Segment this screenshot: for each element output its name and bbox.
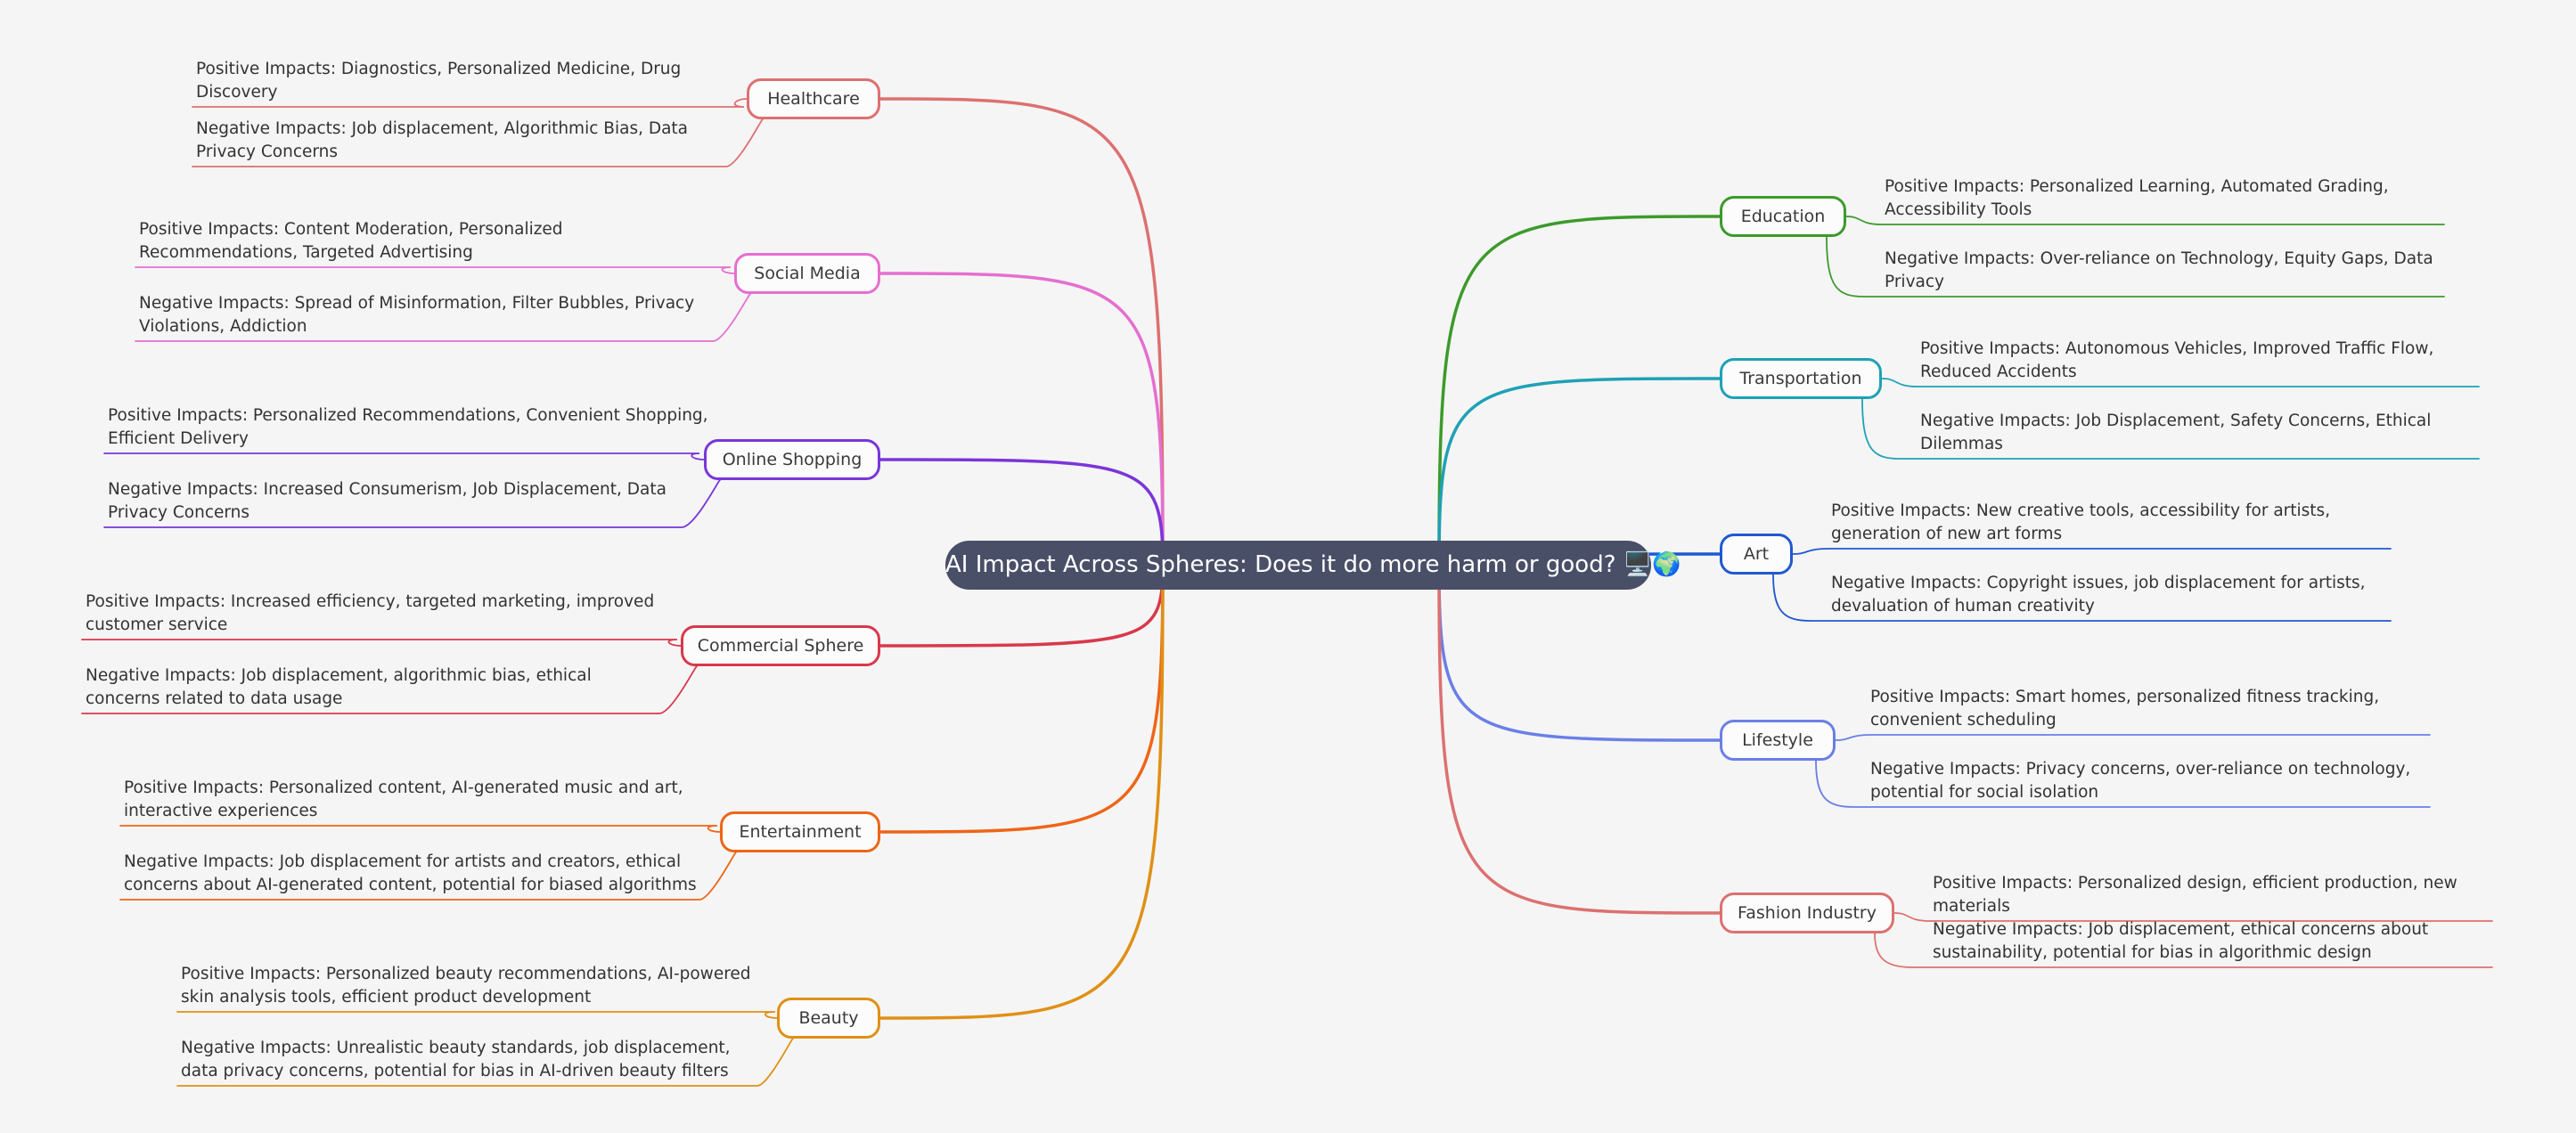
positive-impacts-online-shopping: Positive Impacts: Personalized Recommend… (108, 406, 708, 448)
negative-impacts-social-media: Negative Impacts: Spread of Misinformati… (139, 294, 695, 336)
positive-impacts-fashion-industry: Positive Impacts: Personalized design, e… (1933, 874, 2457, 916)
branch-online-shopping[interactable]: Online Shopping (704, 439, 880, 480)
leaf-connector-positive-transportation (1881, 378, 2480, 387)
connector-lifestyle (1437, 564, 1721, 742)
branch-label-beauty: Beauty (798, 1008, 859, 1028)
positive-impacts-healthcare: Positive Impacts: Diagnostics, Personali… (196, 60, 682, 102)
negative-impacts-entertainment: Negative Impacts: Job displacement for a… (124, 852, 697, 894)
leaf-connector-negative-beauty (176, 1038, 794, 1087)
leaf-connector-negative-online-shopping (103, 479, 721, 528)
leaf-connector-positive-healthcare (192, 98, 748, 108)
leaf-connector-negative-healthcare (192, 118, 764, 167)
connector-fashion-industry (1437, 564, 1721, 915)
negative-impacts-art: Negative Impacts: Copyright issues, job … (1831, 574, 2366, 615)
leaf-connector-negative-art (1772, 574, 2392, 622)
positive-impacts-transportation: Positive Impacts: Autonomous Vehicles, I… (1920, 339, 2434, 381)
leaf-connector-negative-transportation (1861, 398, 2480, 460)
positive-impacts-beauty: Positive Impacts: Personalized beauty re… (181, 965, 751, 1007)
branch-education[interactable]: Education (1720, 196, 1846, 237)
branch-label-transportation: Transportation (1739, 369, 1862, 388)
positive-impacts-commercial-sphere: Positive Impacts: Increased efficiency, … (86, 592, 655, 634)
positive-impacts-lifestyle: Positive Impacts: Smart homes, personali… (1870, 688, 2380, 730)
leaf-connector-positive-education (1845, 216, 2445, 225)
leaf-connector-positive-entertainment (119, 825, 721, 833)
connector-entertainment (879, 564, 1165, 834)
branch-label-art: Art (1743, 544, 1770, 564)
positive-impacts-art: Positive Impacts: New creative tools, ac… (1831, 501, 2331, 543)
leaf-connector-positive-beauty (176, 1011, 778, 1019)
leaf-connector-positive-fashion-industry (1893, 912, 2493, 922)
positive-impacts-education: Positive Impacts: Personalized Learning,… (1885, 177, 2389, 219)
leaf-connector-negative-lifestyle (1815, 760, 2431, 808)
leaf-connector-positive-commercial-sphere (81, 639, 682, 647)
negative-impacts-healthcare: Negative Impacts: Job displacement, Algo… (196, 119, 689, 161)
leaf-connector-positive-lifestyle (1835, 734, 2431, 741)
connector-transportation (1437, 377, 1721, 567)
branch-beauty[interactable]: Beauty (777, 998, 880, 1039)
negative-impacts-education: Negative Impacts: Over-reliance on Techn… (1885, 249, 2433, 291)
branch-lifestyle[interactable]: Lifestyle (1720, 720, 1836, 761)
branch-label-fashion-industry: Fashion Industry (1738, 903, 1877, 923)
leaf-connector-positive-online-shopping (103, 452, 705, 461)
leaf-connector-positive-art (1792, 548, 2392, 555)
branch-entertainment[interactable]: Entertainment (720, 811, 880, 852)
branch-commercial-sphere[interactable]: Commercial Sphere (681, 625, 880, 666)
leaf-connector-negative-education (1826, 236, 2445, 298)
connector-online-shopping (879, 458, 1165, 567)
branch-label-lifestyle: Lifestyle (1742, 730, 1813, 750)
connector-beauty (879, 564, 1165, 1020)
leaf-connector-negative-social-media (135, 293, 751, 342)
leaf-connector-positive-social-media (135, 266, 735, 274)
central-topic-label: AI Impact Across Spheres: Does it do mor… (945, 551, 1681, 578)
negative-impacts-commercial-sphere: Negative Impacts: Job displacement, algo… (86, 666, 592, 708)
positive-impacts-entertainment: Positive Impacts: Personalized content, … (124, 778, 683, 820)
connector-social-media (879, 272, 1165, 567)
connector-healthcare (879, 97, 1165, 567)
branch-label-social-media: Social Media (754, 264, 861, 283)
branch-fashion-industry[interactable]: Fashion Industry (1720, 893, 1894, 933)
negative-impacts-lifestyle: Negative Impacts: Privacy concerns, over… (1870, 760, 2411, 802)
negative-impacts-beauty: Negative Impacts: Unrealistic beauty sta… (181, 1039, 731, 1080)
branch-healthcare[interactable]: Healthcare (747, 78, 880, 119)
branch-transportation[interactable]: Transportation (1720, 358, 1882, 399)
connector-education (1437, 215, 1721, 567)
branch-label-commercial-sphere: Commercial Sphere (697, 636, 864, 656)
leaf-connector-negative-commercial-sphere (81, 665, 698, 714)
branch-social-media[interactable]: Social Media (734, 253, 880, 294)
central-topic[interactable]: AI Impact Across Spheres: Does it do mor… (945, 541, 1681, 590)
leaf-connector-negative-entertainment (119, 852, 737, 901)
negative-impacts-fashion-industry: Negative Impacts: Job displacement, ethi… (1933, 920, 2429, 962)
branch-label-online-shopping: Online Shopping (722, 450, 863, 469)
branch-label-healthcare: Healthcare (767, 89, 860, 109)
leaf-connector-negative-fashion-industry (1874, 933, 2493, 968)
positive-impacts-social-media: Positive Impacts: Content Moderation, Pe… (139, 220, 563, 262)
negative-impacts-transportation: Negative Impacts: Job Displacement, Safe… (1920, 412, 2432, 453)
branch-art[interactable]: Art (1720, 534, 1793, 575)
negative-impacts-online-shopping: Negative Impacts: Increased Consumerism,… (108, 480, 666, 522)
branch-label-entertainment: Entertainment (739, 822, 862, 842)
branch-label-education: Education (1740, 207, 1826, 226)
